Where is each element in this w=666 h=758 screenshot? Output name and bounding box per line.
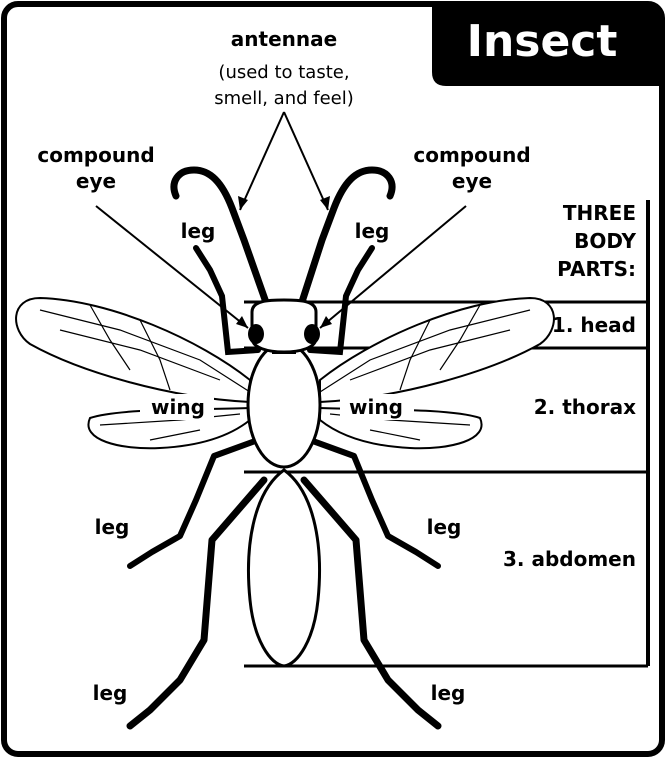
- body-part-thorax: 2. thorax: [534, 395, 636, 419]
- body-parts-heading-line3: PARTS:: [557, 257, 636, 281]
- antennae-label: antennae: [231, 27, 337, 51]
- antennae-description-line1: (used to taste,: [218, 62, 349, 83]
- body-part-abdomen: 3. abdomen: [503, 547, 636, 571]
- leg-label-front-left: leg: [181, 219, 216, 243]
- compound-eye-right-line2: eye: [452, 169, 492, 193]
- leg-label-middle-right: leg: [427, 515, 462, 539]
- compound-eye-right-line1: compound: [413, 143, 530, 167]
- left-compound-eye: [248, 324, 264, 344]
- diagram-title: Insect: [467, 16, 618, 67]
- leg-label-front-right: leg: [355, 219, 390, 243]
- thorax-segment: [248, 343, 320, 467]
- title-tab: Insect: [432, 4, 662, 86]
- leg-label-middle-left: leg: [95, 515, 130, 539]
- head-segment: [252, 300, 316, 352]
- wing-label-left: wing: [151, 395, 205, 419]
- compound-eye-left-line1: compound: [37, 143, 154, 167]
- body-parts-heading-line2: BODY: [574, 229, 636, 253]
- leg-label-hind-right: leg: [431, 681, 466, 705]
- leg-label-hind-left: leg: [93, 681, 128, 705]
- body-parts-heading-line1: THREE: [563, 201, 636, 225]
- right-compound-eye: [304, 324, 320, 344]
- compound-eye-left-line2: eye: [76, 169, 116, 193]
- antennae-description-line2: smell, and feel): [214, 88, 354, 109]
- body-part-head: 1. head: [552, 313, 636, 337]
- wing-label-right: wing: [349, 395, 403, 419]
